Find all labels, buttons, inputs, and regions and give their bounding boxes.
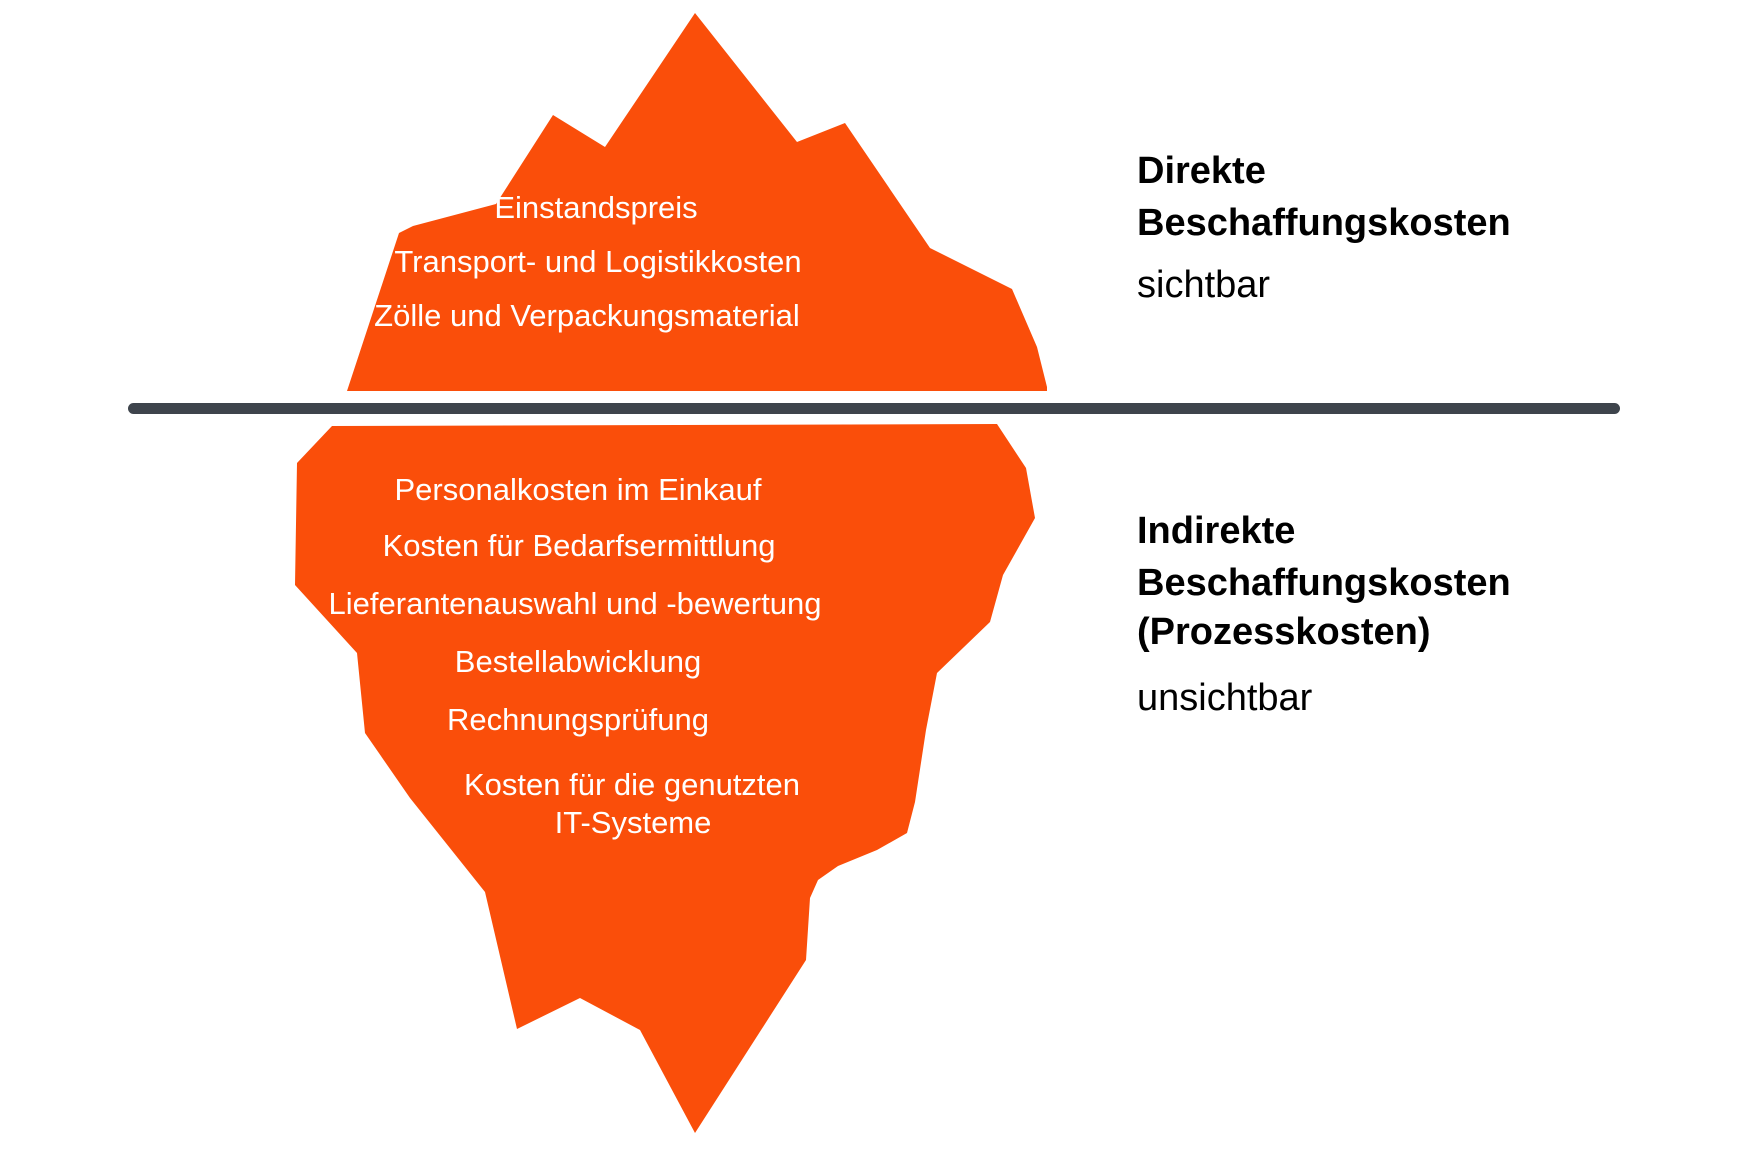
- indirect-costs-title-line2: Beschaffungskosten: [1137, 562, 1511, 604]
- above-cost-item: Transport- und Logistikkosten: [394, 244, 802, 279]
- indirect-costs-title-line1: Indirekte: [1137, 510, 1296, 552]
- below-cost-item: Lieferantenauswahl und -bewertung: [328, 586, 822, 621]
- direct-costs-title-line2: Beschaffungskosten: [1137, 202, 1511, 244]
- below-cost-item: IT-Systeme: [554, 805, 712, 840]
- direct-costs-title-line1: Direkte: [1137, 150, 1266, 192]
- indirect-costs-visibility: unsichtbar: [1137, 677, 1313, 719]
- below-cost-item: Kosten für die genutzten: [463, 767, 801, 802]
- iceberg-below-water-shape: [295, 424, 1035, 1133]
- below-cost-item: Kosten für Bedarfsermittlung: [382, 528, 776, 563]
- below-cost-item: Personalkosten im Einkauf: [394, 472, 762, 507]
- iceberg-above-water-shape: [347, 13, 1047, 391]
- indirect-costs-title-line3: (Prozesskosten): [1137, 611, 1431, 653]
- below-cost-item: Bestellabwicklung: [454, 644, 702, 679]
- below-cost-item: Rechnungsprüfung: [447, 702, 709, 737]
- above-cost-item: Zölle und Verpackungsmaterial: [374, 298, 800, 333]
- waterline: [128, 403, 1620, 414]
- direct-costs-visibility: sichtbar: [1137, 264, 1271, 306]
- above-cost-item: Einstandspreis: [494, 190, 698, 225]
